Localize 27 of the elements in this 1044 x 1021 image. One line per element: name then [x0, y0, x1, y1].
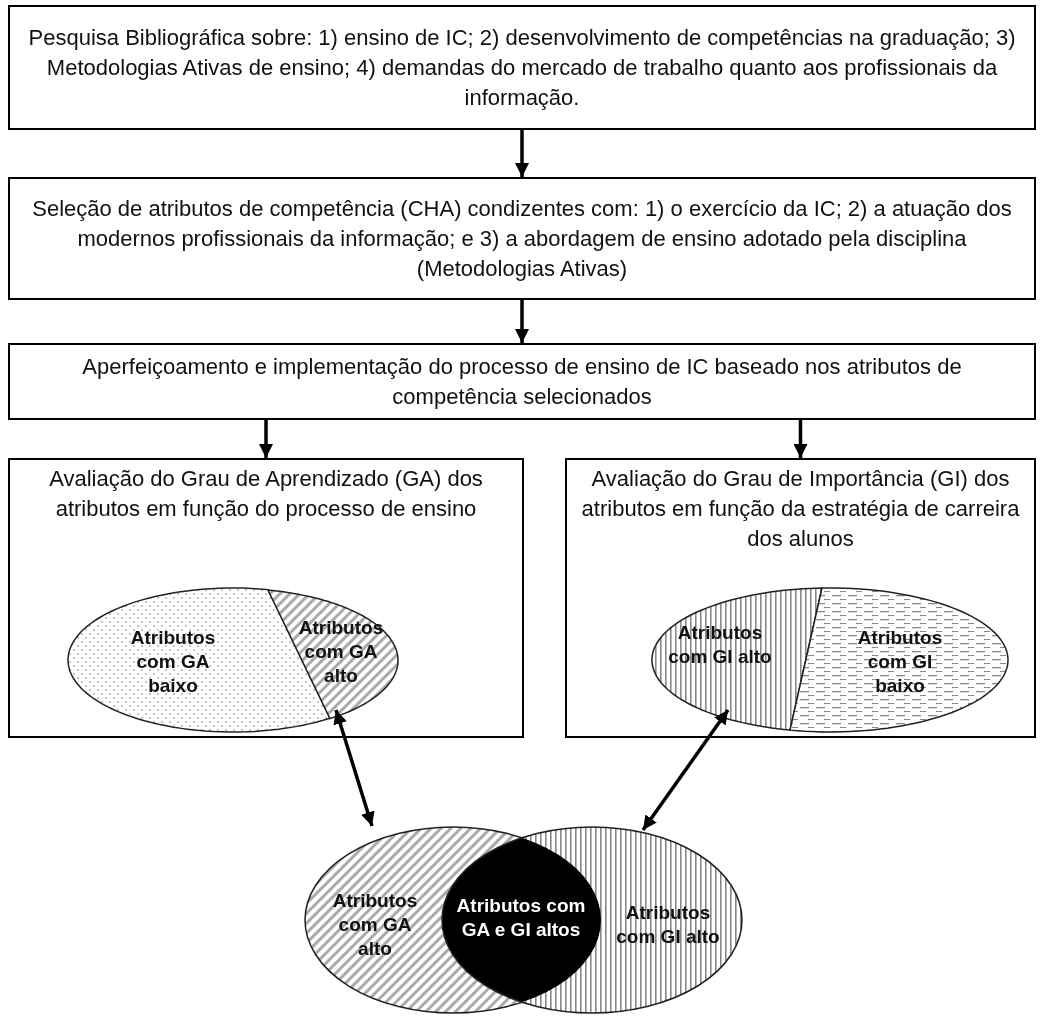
process-box: [8, 343, 1036, 420]
node-text: Pesquisa Bibliográfica sobre: 1) ensino de IC; 2) desenvolvimento de competências na graduação; 3) Metodologias Ativas de ensino; 4) demandas do mercado de trabalho quanto aos profissionais da informação.: [27, 23, 1017, 112]
process-box: [565, 458, 1036, 738]
node-text: Atributos com GI baixo: [856, 626, 944, 698]
arrow: [793, 420, 808, 458]
process-box: [8, 177, 1036, 300]
node-text: Avaliação do Grau de Aprendizado (GA) dos atributos em função do processo de ensino: [48, 465, 484, 523]
node-text: Seleção de atributos de competência (CHA) condizentes com: 1) o exercício da IC; 2) a atuação dos modernos profissionais da informação; e 3) a abordagem de ensino adotado pela disciplina (Metodologias Ativas): [31, 194, 1013, 283]
ellipse-segment: [266, 587, 400, 721]
node-text: Atributos com GI alto: [667, 621, 773, 669]
arrow: [515, 300, 529, 343]
arrow: [259, 420, 273, 458]
process-box: [8, 5, 1036, 130]
node-text: Atributos com GA e GI altos: [455, 894, 587, 942]
ellipse-segment: [650, 586, 824, 733]
process-box: [8, 458, 524, 738]
node-text: Atributos com GA baixo: [129, 626, 217, 698]
ellipse-segment: [788, 586, 1010, 734]
arrow: [641, 709, 730, 831]
node-text: Atributos com GA alto: [297, 616, 385, 688]
arrow: [515, 130, 529, 177]
node-text: Atributos com GI alto: [615, 901, 721, 949]
node-text: Avaliação do Grau de Importância (GI) dos atributos em função da estratégia de carreira dos alunos: [580, 465, 1021, 553]
node-text: Atributos com GA alto: [331, 889, 419, 961]
node-text: Aperfeiçoamento e implementação do processo de ensino de IC baseado nos atributos de competência selecionados: [81, 352, 963, 411]
arrow: [333, 709, 375, 827]
venn-region: [440, 825, 744, 1015]
